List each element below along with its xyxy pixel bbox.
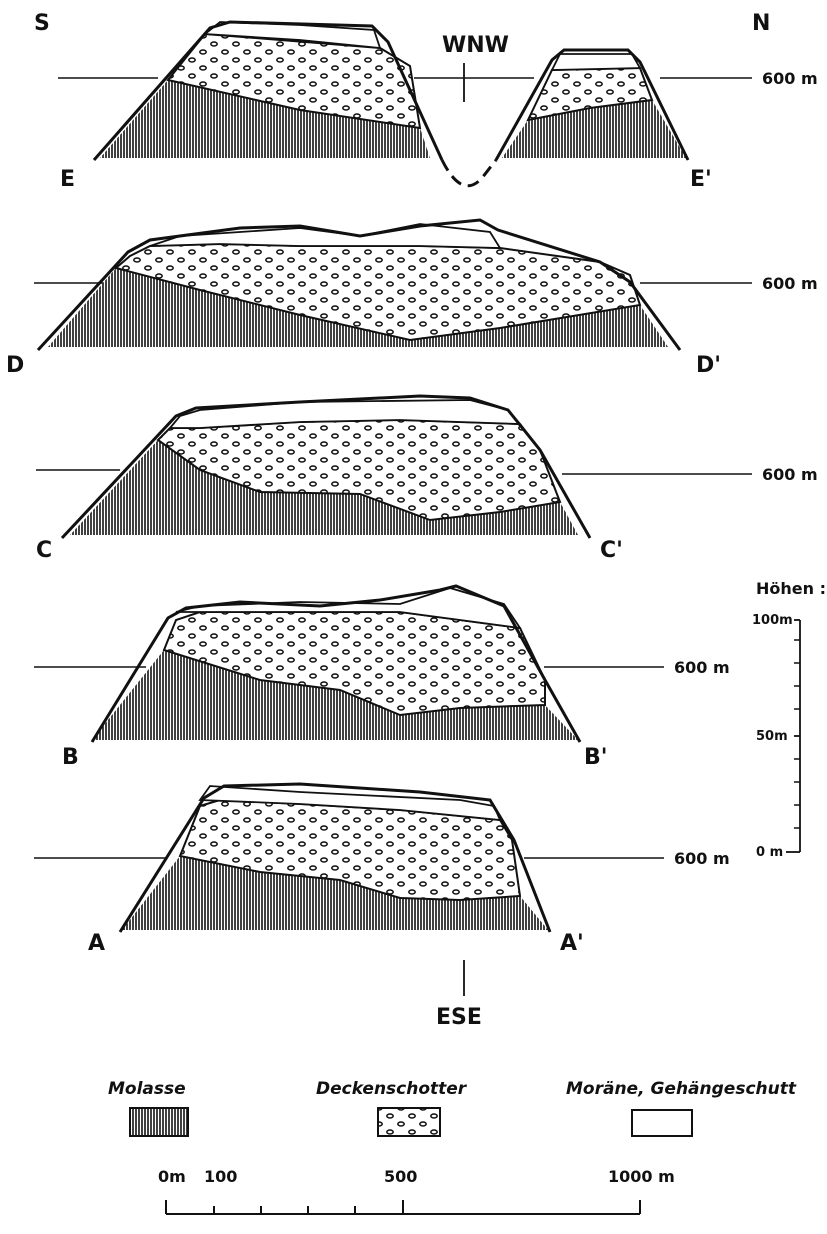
section-e-elevation-label: 600 m <box>762 69 818 88</box>
legend-moraene-label: Moräne, Gehängeschutt <box>566 1079 797 1099</box>
molasse-layer <box>92 650 578 740</box>
section-b <box>34 584 664 743</box>
moraine-layer <box>550 53 642 71</box>
section-e-right-label: E' <box>690 167 712 192</box>
section-e <box>58 20 752 188</box>
height-scale-label-0: 0 m <box>756 845 783 860</box>
surface-profile <box>36 218 682 352</box>
height-scale-label-100: 100m <box>752 613 793 628</box>
surface-profile <box>92 20 444 161</box>
height-scale-label-50: 50m <box>756 729 788 744</box>
ese-label: ESE <box>436 1005 482 1030</box>
section-b-left-label: B <box>62 745 79 770</box>
legend-deckenschotter-swatch <box>377 1107 441 1137</box>
molasse-layer <box>70 440 578 535</box>
valley-profile <box>440 159 498 188</box>
distance-scale: 0m 100 500 1000 m <box>158 1167 675 1215</box>
section-d-left-label: D <box>6 353 24 378</box>
section-c-right-label: C' <box>600 538 623 563</box>
surface-profile <box>494 48 690 161</box>
section-labels: S N WNW E E' 600 m D D' 600 m C C' 600 m… <box>6 11 818 1030</box>
height-scale: Höhen : 100m 50m 0 m <box>752 579 826 860</box>
south-label: S <box>34 11 50 36</box>
distance-label-500: 500 <box>384 1167 417 1186</box>
molasse-layer <box>502 100 686 158</box>
distance-label-100: 100 <box>204 1167 237 1186</box>
north-label: N <box>752 11 770 36</box>
legend-moraene-swatch <box>631 1109 693 1137</box>
legend-molasse-label: Molasse <box>108 1079 186 1099</box>
surface-profile <box>90 584 582 743</box>
section-d <box>34 218 752 352</box>
legend: Molasse Deckenschotter Moräne, Gehängesc… <box>108 1079 797 1137</box>
distance-label-0: 0m <box>158 1167 186 1186</box>
surface-profile <box>60 394 592 540</box>
moraine-layer <box>149 223 502 249</box>
molasse-layer <box>122 856 548 930</box>
section-e-left-label: E <box>60 167 75 192</box>
legend-molasse-swatch <box>129 1107 189 1137</box>
section-d-elevation-label: 600 m <box>762 274 818 293</box>
section-c-elevation-label: 600 m <box>762 465 818 484</box>
molasse-layer <box>100 80 430 158</box>
legend-deckenschotter-label: Deckenschotter <box>316 1079 468 1099</box>
section-a-elevation-label: 600 m <box>674 849 730 868</box>
wnw-label: WNW <box>442 33 509 58</box>
section-d-right-label: D' <box>696 353 721 378</box>
section-a <box>34 782 664 996</box>
section-b-elevation-label: 600 m <box>674 658 730 677</box>
section-a-right-label: A' <box>560 931 584 956</box>
deckenschotter-layer <box>526 66 654 122</box>
section-a-left-label: A <box>88 931 105 956</box>
height-scale-title: Höhen : <box>756 579 826 598</box>
section-c <box>36 394 752 540</box>
distance-label-1000: 1000 m <box>608 1167 675 1186</box>
section-b-right-label: B' <box>584 745 608 770</box>
section-c-left-label: C <box>36 538 52 563</box>
surface-profile <box>118 782 552 933</box>
molasse-layer <box>48 268 668 347</box>
